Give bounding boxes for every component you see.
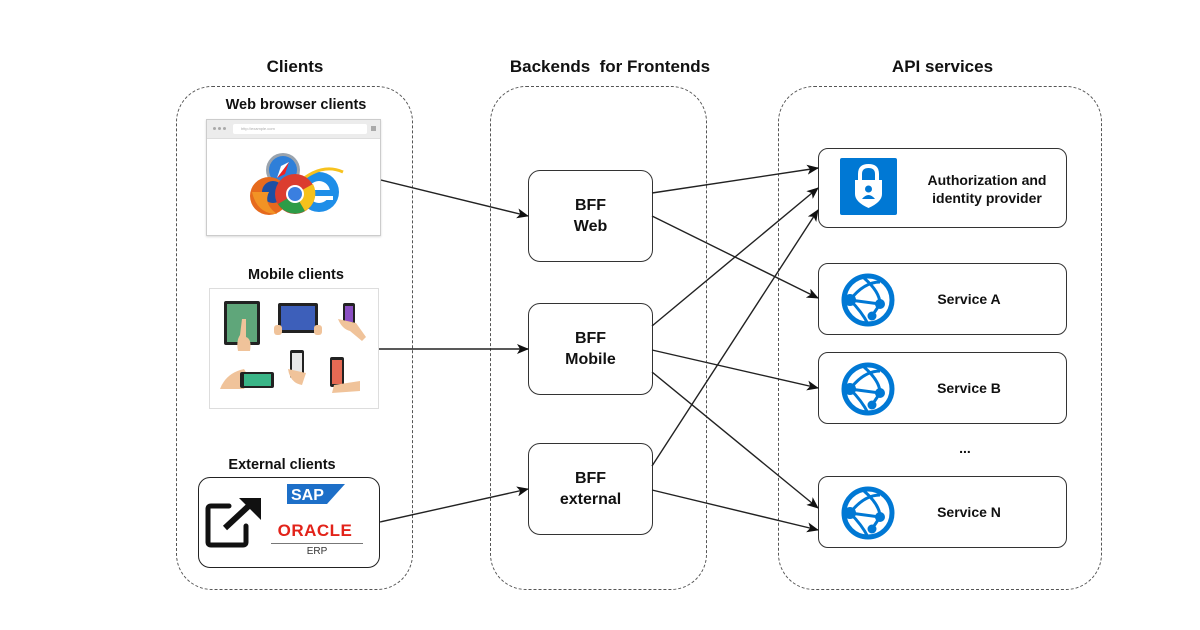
mobile-clients[interactable] [209,288,379,409]
service-b[interactable]: Service B [818,352,1067,424]
auth-provider-label: Authorization and identity provider [907,171,1067,207]
more-services-ellipsis: ... [959,440,971,456]
phone-white-icon [288,350,306,385]
external-clients[interactable]: SAP ORACLE ERP [198,477,380,568]
service-b-label: Service B [937,380,1001,396]
browser-logos [250,153,344,215]
oracle-logo: ORACLE [277,521,353,540]
external-clients-title: External clients [228,457,336,473]
phone-purple-icon [338,303,366,341]
erp-label: ERP [306,546,328,557]
mobile-devices-illustration [220,301,366,393]
phone-green-landscape-icon [220,369,274,389]
clients-column-title: Clients [266,57,324,76]
svg-text:SAP: SAP [291,487,324,504]
shield-lock-icon [840,158,897,215]
logo-divider [271,543,363,544]
chrome-icon [275,174,316,214]
globe-network-icon [841,273,895,327]
bff-mobile-line2: Mobile [565,351,616,368]
web-browser-clients-title: Web browser clients [225,97,367,113]
service-n-label: Service N [937,504,1001,520]
tablet-green-icon [224,301,260,351]
browser-toolbar: http://example.com [207,120,380,139]
globe-network-icon [841,486,895,540]
external-link-icon [205,498,261,548]
auth-provider-line2: identity provider [932,190,1042,206]
service-a[interactable]: Service A [818,263,1067,335]
bff-external-line2: external [559,491,622,508]
auth-provider[interactable]: Authorization and identity provider [818,148,1067,228]
auth-provider-line1: Authorization and [927,172,1047,188]
mobile-clients-title: Mobile clients [248,267,344,283]
browser-address-bar: http://example.com [233,124,367,134]
window-dot [218,127,221,130]
bff-external-line1: BFF [574,470,607,487]
bff-external[interactable]: BFF external [528,443,653,535]
browser-menu-icon [371,126,376,131]
phone-red-icon [330,357,360,393]
bff-web-line2: Web [573,218,608,235]
bff-web-line1: BFF [574,197,607,214]
api-column-title: API services [891,57,994,76]
service-a-label: Service A [937,291,1001,307]
globe-network-icon [841,362,895,416]
bff-column-title: Backends for Frontends [509,57,711,76]
tablet-blue-icon [274,303,322,335]
clients-group [176,86,413,590]
bff-mobile[interactable]: BFF Mobile [528,303,653,395]
bff-web[interactable]: BFF Web [528,170,653,262]
window-dot [223,127,226,130]
window-dot [213,127,216,130]
service-n[interactable]: Service N [818,476,1067,548]
sap-logo: SAP [287,484,345,504]
web-browser-clients[interactable]: http://example.com [206,119,381,236]
bff-mobile-line1: BFF [574,330,607,347]
